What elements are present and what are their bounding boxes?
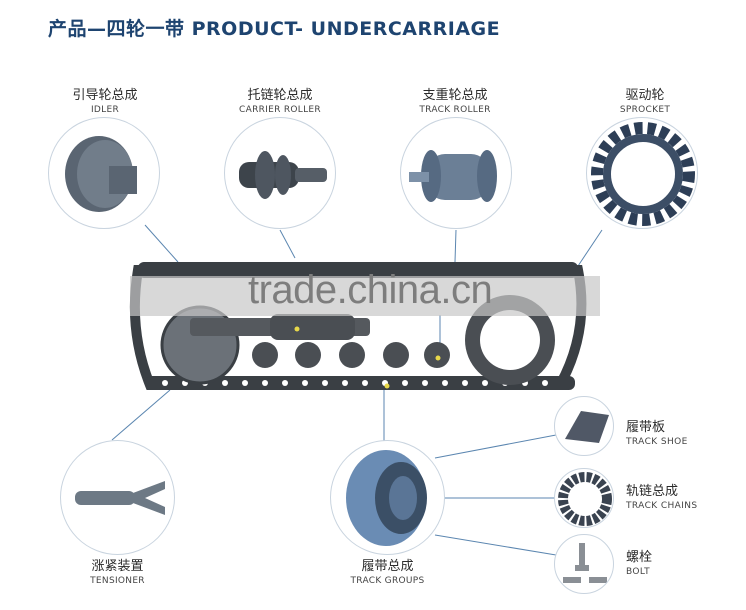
bolt-icon	[563, 543, 607, 583]
track-shoe-icon	[565, 411, 609, 443]
part-label-idler: 引导轮总成 IDLER	[72, 88, 138, 115]
part-label-carrier-roller: 托链轮总成 CARRIER ROLLER	[239, 88, 321, 115]
track-chain-icon	[558, 472, 612, 526]
track-group-icon	[346, 450, 427, 546]
part-label-track-groups: 履带总成 TRACK GROUPS	[350, 559, 425, 586]
idler-image	[48, 117, 160, 229]
part-label-bolt: 螺栓 BOLT	[626, 550, 653, 577]
tensioner-icon	[75, 481, 165, 515]
part-label-track-roller: 支重轮总成 TRACK ROLLER	[419, 88, 491, 115]
page-title: 产品—四轮一带 PRODUCT- UNDERCARRIAGE	[48, 18, 501, 40]
bolt-image	[554, 534, 614, 594]
sprocket-image	[586, 117, 698, 229]
tensioner-image	[60, 440, 175, 555]
part-label-tensioner: 涨紧装置 TENSIONER	[90, 559, 145, 586]
carrier-roller-image	[224, 117, 336, 229]
carrier-roller-icon	[239, 151, 327, 199]
part-label-track-shoe: 履带板 TRACK SHOE	[626, 420, 688, 447]
sprocket-icon	[591, 122, 695, 226]
track-chain-image	[554, 468, 614, 528]
track-roller-icon	[409, 150, 497, 202]
part-label-sprocket: 驱动轮 SPROCKET	[619, 88, 671, 115]
track-shoe-image	[554, 396, 614, 456]
watermark-band	[130, 276, 600, 316]
track-roller-image	[400, 117, 512, 229]
track-group-image	[330, 440, 445, 555]
watermark-text: trade.china.cn	[248, 268, 493, 312]
idler-wheel-icon	[65, 136, 137, 212]
part-label-track-chains: 轨链总成 TRACK CHAINS	[626, 484, 698, 511]
